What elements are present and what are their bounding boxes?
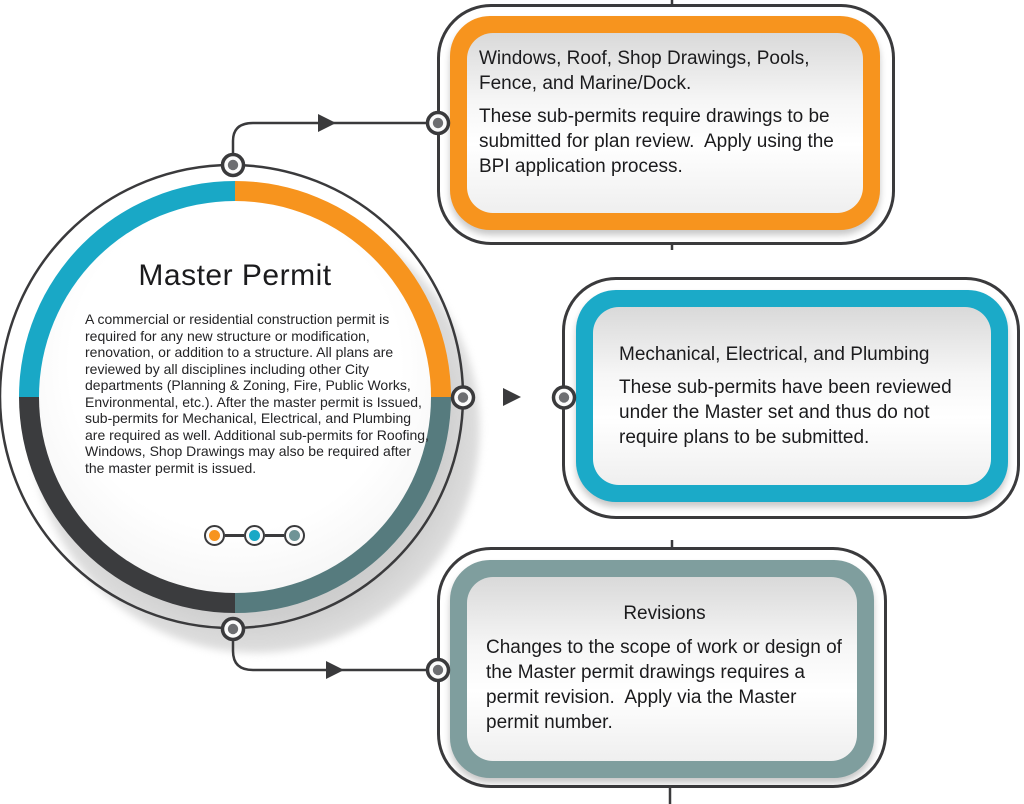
slate-dot-core: [289, 530, 300, 541]
branch-revisions-body: Changes to the scope of work or design o…: [486, 637, 848, 734]
orange-dot-icon: [204, 525, 225, 546]
master-permit-title: Master Permit: [138, 259, 332, 292]
branch-orange-panel: Windows, Roof, Shop Drawings, Pools, Fen…: [467, 33, 863, 213]
master-permit-circle-face: Master Permit A commercial or residentia…: [39, 201, 431, 593]
connector-top-line: [231, 121, 436, 163]
legend-dots: [204, 525, 305, 546]
slate-dot-icon: [284, 525, 305, 546]
arrow-right-icon: [318, 114, 336, 132]
arrow-right-icon: [503, 388, 521, 406]
branch-orange-title: Windows, Roof, Shop Drawings, Pools, Fen…: [479, 48, 810, 95]
dot-connector-line: [265, 534, 284, 537]
arrow-right-icon: [326, 661, 344, 679]
branch-revisions-title: Revisions: [623, 603, 706, 624]
branch-revisions-box: Revisions Changes to the scope of work o…: [450, 560, 874, 778]
dot-connector-line: [225, 534, 244, 537]
master-permit-description: A commercial or residential construction…: [85, 311, 429, 476]
teal-dot-icon: [244, 525, 265, 546]
branch-orange-box: Windows, Roof, Shop Drawings, Pools, Fen…: [450, 16, 880, 230]
branch-orange-body: These sub-permits require drawings to be…: [479, 106, 840, 178]
master-permit-circle: Master Permit A commercial or residentia…: [19, 181, 451, 613]
orange-dot-core: [209, 530, 220, 541]
branch-teal-title: Mechanical, Electrical, and Plumbing: [619, 343, 930, 365]
branch-teal-panel: Mechanical, Electrical, and Plumbing The…: [593, 307, 991, 485]
teal-dot-core: [249, 530, 260, 541]
branch-revisions-panel: Revisions Changes to the scope of work o…: [467, 577, 857, 761]
branch-teal-box: Mechanical, Electrical, and Plumbing The…: [576, 290, 1008, 502]
branch-teal-body: These sub-permits have been reviewed und…: [619, 376, 952, 449]
connector-node: [220, 152, 246, 178]
